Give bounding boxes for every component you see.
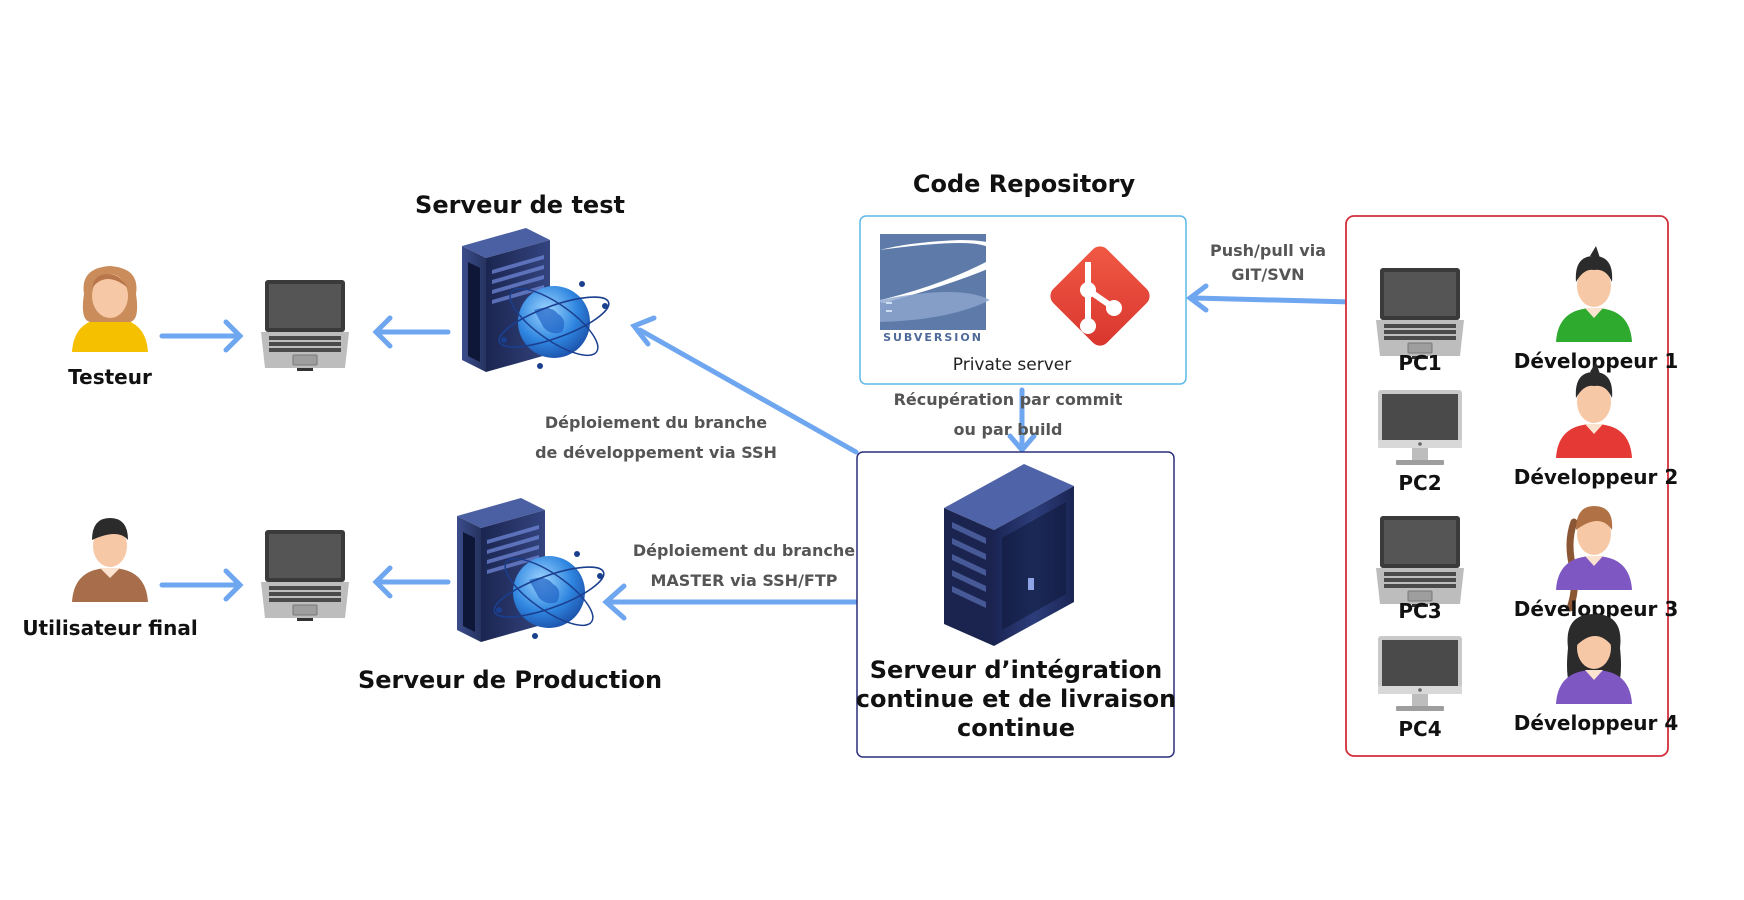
git-logo-icon — [1050, 246, 1150, 346]
fetch-note-line2: ou par build — [954, 420, 1063, 439]
arrow-tester-to-laptop — [159, 319, 244, 353]
master-deploy-note-line1: Déploiement du branche — [633, 541, 855, 560]
arrow-testserver-to-laptop — [372, 315, 451, 349]
person-icon — [1556, 614, 1632, 704]
tester-node: Testeur — [68, 266, 152, 389]
end-user-node: Utilisateur final — [22, 518, 198, 640]
repository-title: Code Repository — [913, 170, 1136, 198]
laptop-icon[interactable] — [260, 529, 350, 622]
developer-name: Développeur 2 — [1514, 465, 1679, 489]
test-server-title: Serveur de test — [415, 191, 625, 219]
server-globe-icon[interactable] — [461, 227, 615, 373]
developer-name: Développeur 4 — [1514, 711, 1679, 735]
person-icon — [72, 266, 148, 352]
push-pull-note-line2: GIT/SVN — [1231, 265, 1304, 284]
laptop-icon[interactable] — [260, 279, 350, 372]
arrow-prodserver-to-laptop — [372, 565, 451, 599]
ci-server-title-line1: Serveur d’intégration — [870, 656, 1162, 684]
dev-deploy-note-line2: de développement via SSH — [535, 443, 777, 462]
arrow-repo-to-ci — [1007, 387, 1037, 454]
pc-label: PC4 — [1398, 717, 1441, 741]
pc-label: PC1 — [1398, 351, 1441, 375]
ci-server-title-line2: continue et de livraison — [856, 685, 1176, 713]
push-pull-note-line1: Push/pull via — [1210, 241, 1326, 260]
end-user-label: Utilisateur final — [22, 616, 197, 640]
server-globe-icon[interactable] — [456, 497, 610, 643]
pc-label: PC2 — [1398, 471, 1441, 495]
arrow-ci-to-prodserver — [602, 583, 859, 621]
repository-caption: Private server — [953, 355, 1072, 375]
production-server-title: Serveur de Production — [358, 666, 662, 694]
subversion-wordmark: SUBVERSION — [883, 331, 983, 344]
arrow-enduser-to-laptop — [159, 568, 244, 602]
arrow-ci-to-testserver — [629, 315, 859, 455]
fetch-note-line1: Récupération par commit — [894, 390, 1123, 409]
ci-server-icon[interactable] — [944, 464, 1074, 646]
tester-label: Testeur — [68, 365, 152, 389]
person-icon — [1556, 506, 1632, 612]
ci-server-title-line3: continue — [957, 714, 1075, 742]
person-icon — [1556, 362, 1632, 458]
laptop-icon[interactable] — [1375, 267, 1465, 360]
person-icon — [72, 518, 148, 602]
developer-row: PC4 Développeur 4 — [1378, 614, 1678, 741]
subversion-logo-icon: SUBVERSION — [880, 234, 1006, 344]
arrow-devs-to-repo — [1185, 283, 1355, 313]
person-icon — [1556, 246, 1632, 342]
laptop-icon[interactable] — [1375, 515, 1465, 608]
master-deploy-note-line2: MASTER via SSH/FTP — [651, 571, 838, 590]
pc-label: PC3 — [1398, 599, 1441, 623]
developer-row: PC2 Développeur 2 — [1378, 362, 1678, 495]
dev-deploy-note-line1: Déploiement du branche — [545, 413, 767, 432]
